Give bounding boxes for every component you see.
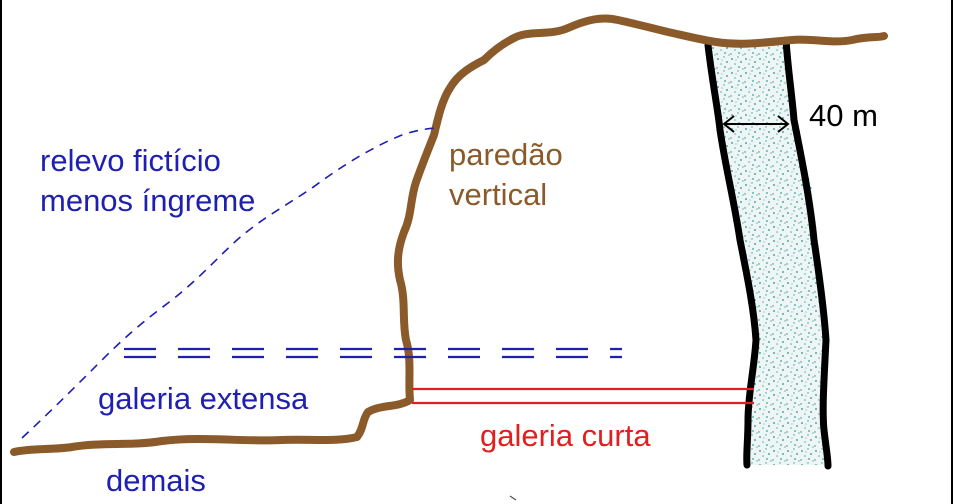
label-paredao-line2: vertical bbox=[449, 177, 548, 212]
label-galeria-curta: galeria curta bbox=[480, 418, 651, 453]
label-demais: demais bbox=[106, 463, 206, 498]
fictitious-relief-line bbox=[21, 127, 439, 439]
label-relevo-line2: menos íngreme bbox=[40, 183, 256, 218]
short-gallery bbox=[412, 387, 754, 405]
vein-left-boundary bbox=[704, 41, 760, 469]
width-arrow bbox=[722, 115, 790, 133]
label-relevo-line1: relevo fictício bbox=[40, 143, 221, 178]
double-dashed-level bbox=[124, 347, 622, 359]
label-paredao-line1: paredão bbox=[449, 137, 563, 172]
vein-right-boundary bbox=[782, 36, 832, 470]
label-width-value: 40 m bbox=[809, 98, 878, 133]
terrain-profile bbox=[10, 14, 888, 456]
label-galeria-extensa: galeria extensa bbox=[98, 381, 309, 416]
small-mark bbox=[509, 495, 517, 501]
